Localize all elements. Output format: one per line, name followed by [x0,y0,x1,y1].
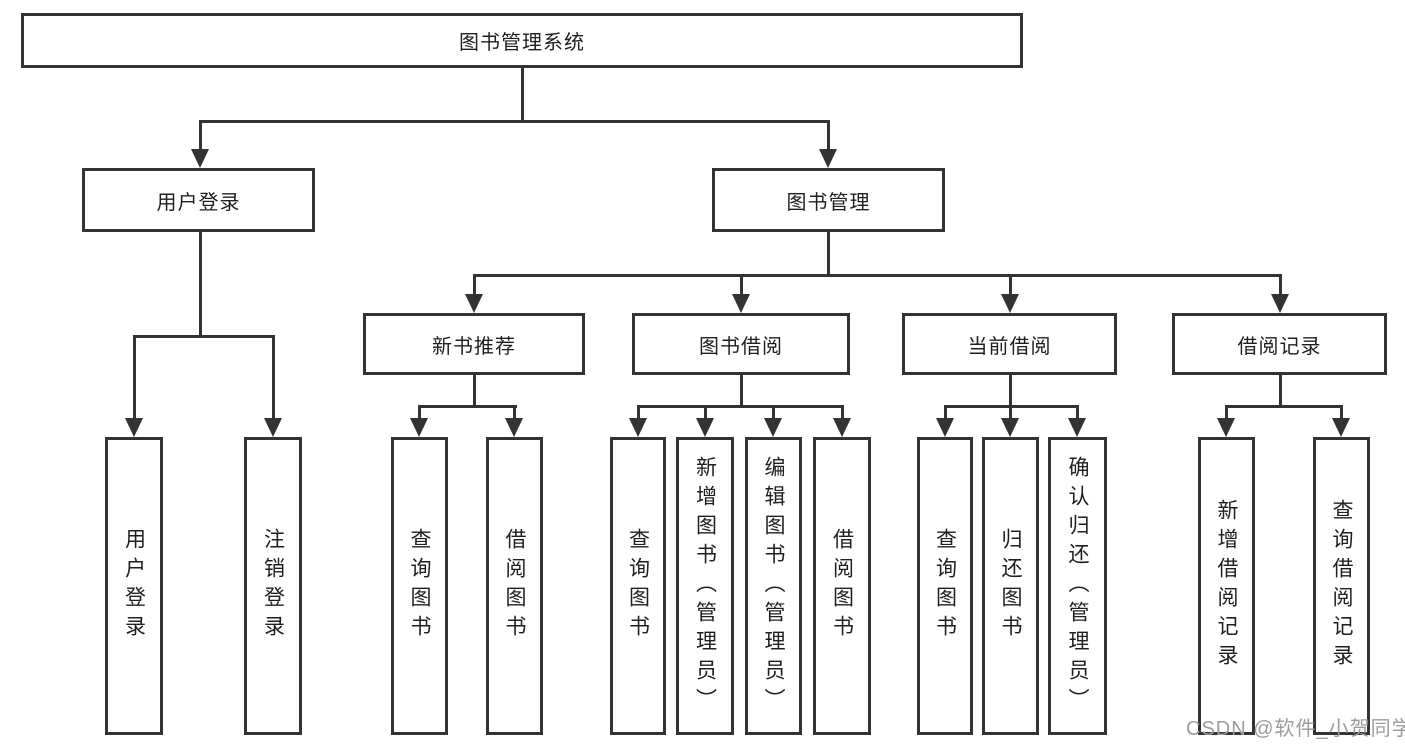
node-current-borrow: 当前借阅 [902,313,1117,375]
connector-stem [1076,405,1079,420]
leaf-logout: 注销登录 [244,437,302,735]
leaf-query-books-current: 查询图书 [917,437,973,735]
leaf-query-borrow-record-label: 查询借阅记录 [1330,499,1353,673]
node-book-management: 图书管理 [712,168,945,232]
leaf-borrow-books: 借阅图书 [813,437,871,735]
arrowhead [833,418,851,437]
connector-stem [1279,274,1282,296]
node-book-borrow: 图书借阅 [632,313,850,375]
connector-root-hline [199,120,830,123]
connector-stem [272,335,275,420]
node-borrow-record: 借阅记录 [1172,313,1387,375]
arrowhead [629,418,647,437]
connector-stem [637,405,640,420]
connector-stem [473,274,476,296]
node-book-borrow-label: 图书借阅 [699,335,783,358]
node-root: 图书管理系统 [21,13,1023,68]
node-borrow-record-label: 借阅记录 [1237,335,1322,358]
connector-hline [1225,405,1343,408]
leaf-user-login: 用户登录 [105,437,163,735]
leaf-query-books-label: 查询图书 [408,528,431,644]
leaf-borrow-books-recommend: 借阅图书 [486,437,543,735]
connector-stem [772,405,775,420]
arrowhead [1068,418,1086,437]
leaf-query-books-label: 查询图书 [626,528,650,644]
connector-userlogin-hline [133,335,275,338]
leaf-add-borrow-record-label: 新增借阅记录 [1215,499,1238,673]
arrowhead [410,418,428,437]
connector-stem [740,274,743,296]
leaf-add-books-admin-label: 新增图书（管理员） [693,455,717,717]
leaf-logout-label: 注销登录 [261,528,285,644]
connector-stem [704,405,707,420]
watermark: CSDN @软件_小贺同学 [1186,718,1405,740]
connector-stem [1225,405,1228,420]
leaf-confirm-return-admin: 确认归还（管理员） [1048,437,1107,735]
leaf-add-borrow-record: 新增借阅记录 [1198,437,1255,735]
leaf-edit-books-admin: 编辑图书（管理员） [745,437,802,735]
arrowhead [465,294,483,313]
arrowhead [696,418,714,437]
node-user-login: 用户登录 [82,168,315,232]
arrowhead [764,418,782,437]
connector-stem [944,405,947,420]
arrowhead [819,149,837,168]
node-root-label: 图书管理系统 [459,32,585,54]
connector-root-vline [521,68,524,122]
connector-bookmgmt-vline [827,232,830,276]
node-book-management-label: 图书管理 [786,191,871,214]
arrowhead [1271,294,1289,313]
leaf-query-books-recommend: 查询图书 [391,437,448,735]
leaf-query-borrow-record: 查询借阅记录 [1313,437,1370,735]
connector-hline [637,405,844,408]
leaf-user-login-label: 用户登录 [122,528,146,644]
leaf-edit-books-admin-label: 编辑图书（管理员） [762,455,785,717]
leaf-borrow-books-label: 借阅图书 [503,528,526,644]
arrowhead [125,418,143,437]
connector-hline [418,405,517,408]
arrowhead [1332,418,1350,437]
leaf-return-books: 归还图书 [982,437,1039,735]
arrowhead [732,294,750,313]
connector-bookmgmt-hline [473,274,1282,277]
leaf-borrow-books-label: 借阅图书 [830,528,854,644]
connector-stem [841,405,844,420]
node-current-borrow-label: 当前借阅 [967,335,1052,358]
arrowhead [936,418,954,437]
connector-stem [199,120,202,151]
connector-stem [1009,274,1012,296]
connector-vline [1009,375,1012,407]
connector-vline [473,375,476,407]
arrowhead [264,418,282,437]
leaf-confirm-return-admin-label: 确认归还（管理员） [1066,455,1089,717]
leaf-return-books-label: 归还图书 [999,528,1022,644]
leaf-query-books-borrow: 查询图书 [610,437,666,735]
arrowhead [1217,418,1235,437]
connector-stem [133,335,136,420]
connector-stem [513,405,516,420]
leaf-query-books-label: 查询图书 [933,528,957,644]
arrowhead [505,418,523,437]
leaf-add-books-admin: 新增图书（管理员） [676,437,734,735]
node-new-book-recommend: 新书推荐 [363,313,585,375]
connector-userlogin-vline [199,232,202,338]
node-new-book-recommend-label: 新书推荐 [432,335,516,358]
connector-vline [1279,375,1282,407]
arrowhead [1001,294,1019,313]
connector-vline [740,375,743,407]
connector-stem [827,120,830,151]
node-user-login-label: 用户登录 [156,191,241,214]
connector-stem [1340,405,1343,420]
arrowhead [191,149,209,168]
connector-stem [1009,405,1012,420]
connector-stem [418,405,421,420]
arrowhead [1001,418,1019,437]
